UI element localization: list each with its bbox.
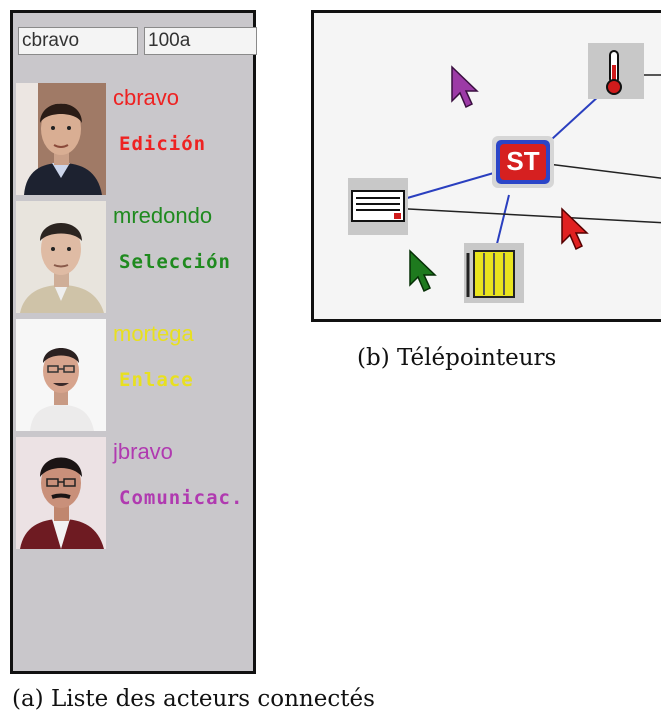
radiator-icon: [464, 243, 524, 303]
link-printer-right: [389, 207, 661, 224]
connected-actors-panel: cbravo 100a cbravo Edición: [10, 10, 257, 674]
caption-telepointers: (b) Télépointeurs: [357, 345, 557, 371]
user-role: Selección: [119, 251, 231, 273]
avatar-jbravo: [16, 437, 106, 549]
telepointer-view[interactable]: ST: [311, 10, 661, 322]
user-row-cbravo[interactable]: cbravo Edición: [16, 83, 254, 195]
telepointer-purple-icon: [451, 65, 479, 109]
user-name: cbravo: [113, 85, 180, 110]
caption-connected-actors: (a) Liste des acteurs connectés: [12, 686, 375, 712]
st-node-label: ST: [506, 146, 539, 176]
printer-icon: [348, 178, 408, 235]
st-node-icon: ST: [492, 136, 554, 188]
session-code-field[interactable]: 100a: [144, 27, 257, 55]
user-name: jbravo: [113, 439, 173, 464]
telepointer-green-icon: [409, 249, 437, 293]
telepointer-red-icon: [561, 207, 589, 251]
user-name: mortega: [113, 321, 194, 346]
user-name-field[interactable]: cbravo: [18, 27, 138, 55]
user-row-mredondo[interactable]: mredondo Selección: [16, 201, 254, 313]
link-st-right: [539, 162, 661, 179]
user-row-mortega[interactable]: mortega Enlace: [16, 319, 254, 431]
user-role: Edición: [119, 133, 207, 155]
avatar-mortega: [16, 319, 106, 431]
avatar-mredondo: [16, 201, 106, 313]
telepointer-canvas: ST: [348, 43, 661, 303]
avatar-cbravo: [16, 83, 106, 195]
user-role: Enlace: [119, 369, 194, 391]
user-role: Comunicac.: [119, 487, 244, 509]
user-name: mredondo: [113, 203, 213, 228]
thermometer-icon: [588, 43, 644, 99]
user-row-jbravo[interactable]: jbravo Comunicac.: [16, 437, 254, 549]
